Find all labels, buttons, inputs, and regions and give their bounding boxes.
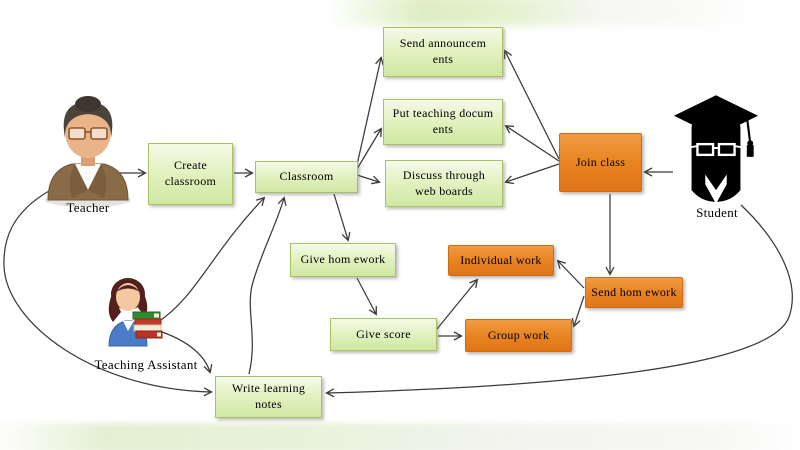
node-group-work: Group work bbox=[465, 319, 572, 352]
teaching-assistant-label: Teaching Assistant bbox=[94, 357, 198, 372]
node-create-classroom: Create classroom bbox=[148, 143, 233, 205]
node-individual-work: Individual work bbox=[448, 245, 554, 276]
node-join-class-label: Join class bbox=[575, 154, 626, 169]
edge-send-homework-to-group-work bbox=[571, 295, 585, 328]
node-group-work-label: Group work bbox=[487, 327, 550, 342]
teaching-assistant-icon bbox=[102, 274, 164, 348]
student-label: Student bbox=[696, 205, 738, 220]
node-send-announcements: Send announcem ents bbox=[383, 27, 503, 77]
node-classroom: Classroom bbox=[255, 161, 358, 193]
edge-join-class-to-send-announcements bbox=[503, 49, 560, 160]
edge-classroom-to-send-announcements bbox=[356, 56, 384, 166]
node-give-homework: Give hom ework bbox=[290, 243, 396, 277]
node-write-learning-notes-label: Write learning notes bbox=[231, 381, 306, 411]
edge-give-homework-to-give-score bbox=[356, 277, 377, 316]
edge-join-class-to-discuss-web-boards bbox=[504, 163, 560, 185]
edge-join-class-to-put-teaching-documents bbox=[504, 124, 560, 162]
edge-classroom-to-discuss-web-boards bbox=[356, 174, 381, 185]
node-give-homework-label: Give hom ework bbox=[300, 252, 386, 267]
edge-give-score-to-individual-work bbox=[436, 278, 479, 330]
teacher-label: Teacher bbox=[66, 200, 110, 215]
node-send-homework-label: Send hom ework bbox=[591, 284, 677, 299]
node-give-score: Give score bbox=[330, 318, 437, 351]
edge-send-homework-to-individual-work bbox=[556, 259, 585, 289]
node-put-teaching-documents: Put teaching docum ents bbox=[383, 99, 503, 145]
node-send-announcements-label: Send announcem ents bbox=[399, 36, 487, 66]
edge-teaching-assistant-to-write-learning-notes bbox=[158, 330, 213, 374]
edge-teaching-assistant-to-classroom bbox=[157, 196, 266, 323]
edge-write-learning-notes-to-classroom bbox=[248, 196, 287, 375]
node-discuss-web-boards: Discuss through web boards bbox=[385, 160, 503, 207]
edge-student-to-write-learning-notes bbox=[325, 204, 793, 398]
node-give-score-label: Give score bbox=[356, 326, 411, 341]
node-individual-work-label: Individual work bbox=[460, 252, 542, 267]
edge-classroom-to-put-teaching-documents bbox=[356, 127, 382, 170]
node-join-class: Join class bbox=[559, 133, 642, 192]
node-write-learning-notes: Write learning notes bbox=[215, 376, 322, 418]
node-create-classroom-label: Create classroom bbox=[164, 158, 217, 188]
teacher-icon bbox=[42, 94, 134, 208]
node-send-homework: Send hom ework bbox=[585, 277, 683, 308]
edge-classroom-to-give-homework bbox=[333, 193, 351, 242]
edge-teacher-to-write-learning-notes bbox=[3, 190, 213, 397]
node-discuss-web-boards-label: Discuss through web boards bbox=[402, 167, 486, 198]
student-icon bbox=[672, 92, 760, 208]
node-classroom-label: Classroom bbox=[279, 169, 334, 184]
node-put-teaching-documents-label: Put teaching docum ents bbox=[392, 106, 494, 136]
